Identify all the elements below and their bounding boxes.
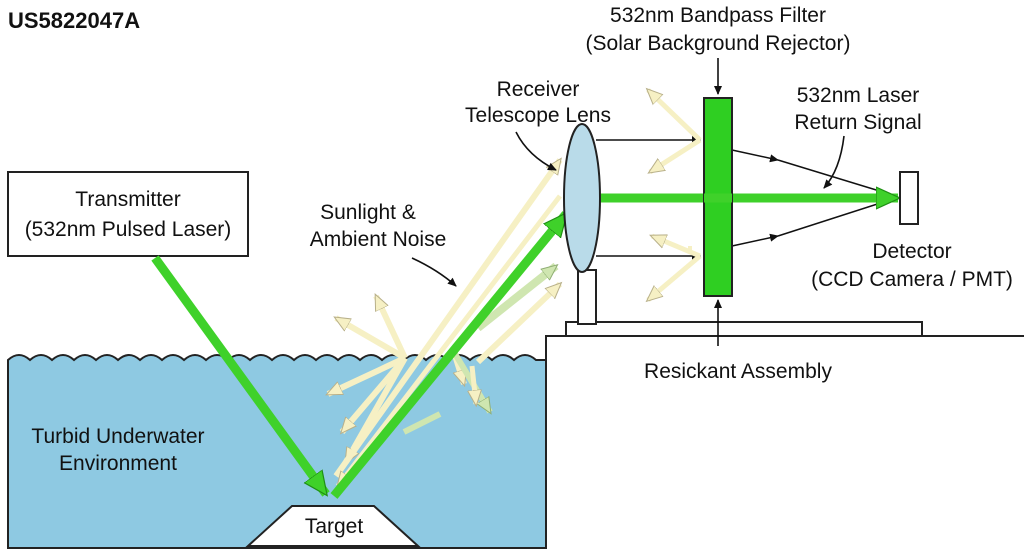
filter-label-line1: 532nm Bandpass Filter	[610, 4, 826, 27]
water-label-line1: Turbid Underwater	[31, 425, 204, 448]
optical-rays	[596, 90, 897, 300]
assembly-label: Resickant Assembly	[644, 360, 832, 383]
patent-id: US5822047A	[8, 8, 140, 33]
noise-label-line2: Ambient Noise	[310, 228, 447, 251]
detector-label-line2: (CCD Camera / PMT)	[811, 268, 1013, 291]
water-label-line2: Environment	[59, 452, 177, 475]
laser-beams	[151, 211, 570, 499]
transmitter-box	[7, 171, 249, 257]
transmitter-label-line1: Transmitter	[75, 188, 180, 211]
platform-plate	[565, 321, 923, 337]
lens-label-line1: Receiver	[497, 78, 580, 101]
detector-label-line1: Detector	[872, 240, 951, 263]
target-label: Target	[305, 515, 364, 538]
filter-label-line2: (Solar Background Rejector)	[586, 32, 851, 55]
label-pointers	[411, 58, 845, 346]
transmitter-label-line2: (532nm Pulsed Laser)	[25, 218, 232, 241]
detector-box	[899, 171, 919, 225]
sunlight-rays	[333, 160, 563, 486]
laser-return-beam	[330, 211, 570, 499]
noise-label-line1: Sunlight &	[320, 201, 416, 224]
laser-outgoing-beam	[151, 255, 330, 494]
lens-mount	[577, 269, 597, 325]
return-signal-label-line1: 532nm Laser	[797, 84, 920, 107]
target-shape	[245, 505, 421, 547]
return-signal-label-line2: Return Signal	[794, 111, 921, 134]
receiver-lens	[563, 123, 601, 273]
lens-label-line2: Telescope Lens	[465, 104, 611, 127]
